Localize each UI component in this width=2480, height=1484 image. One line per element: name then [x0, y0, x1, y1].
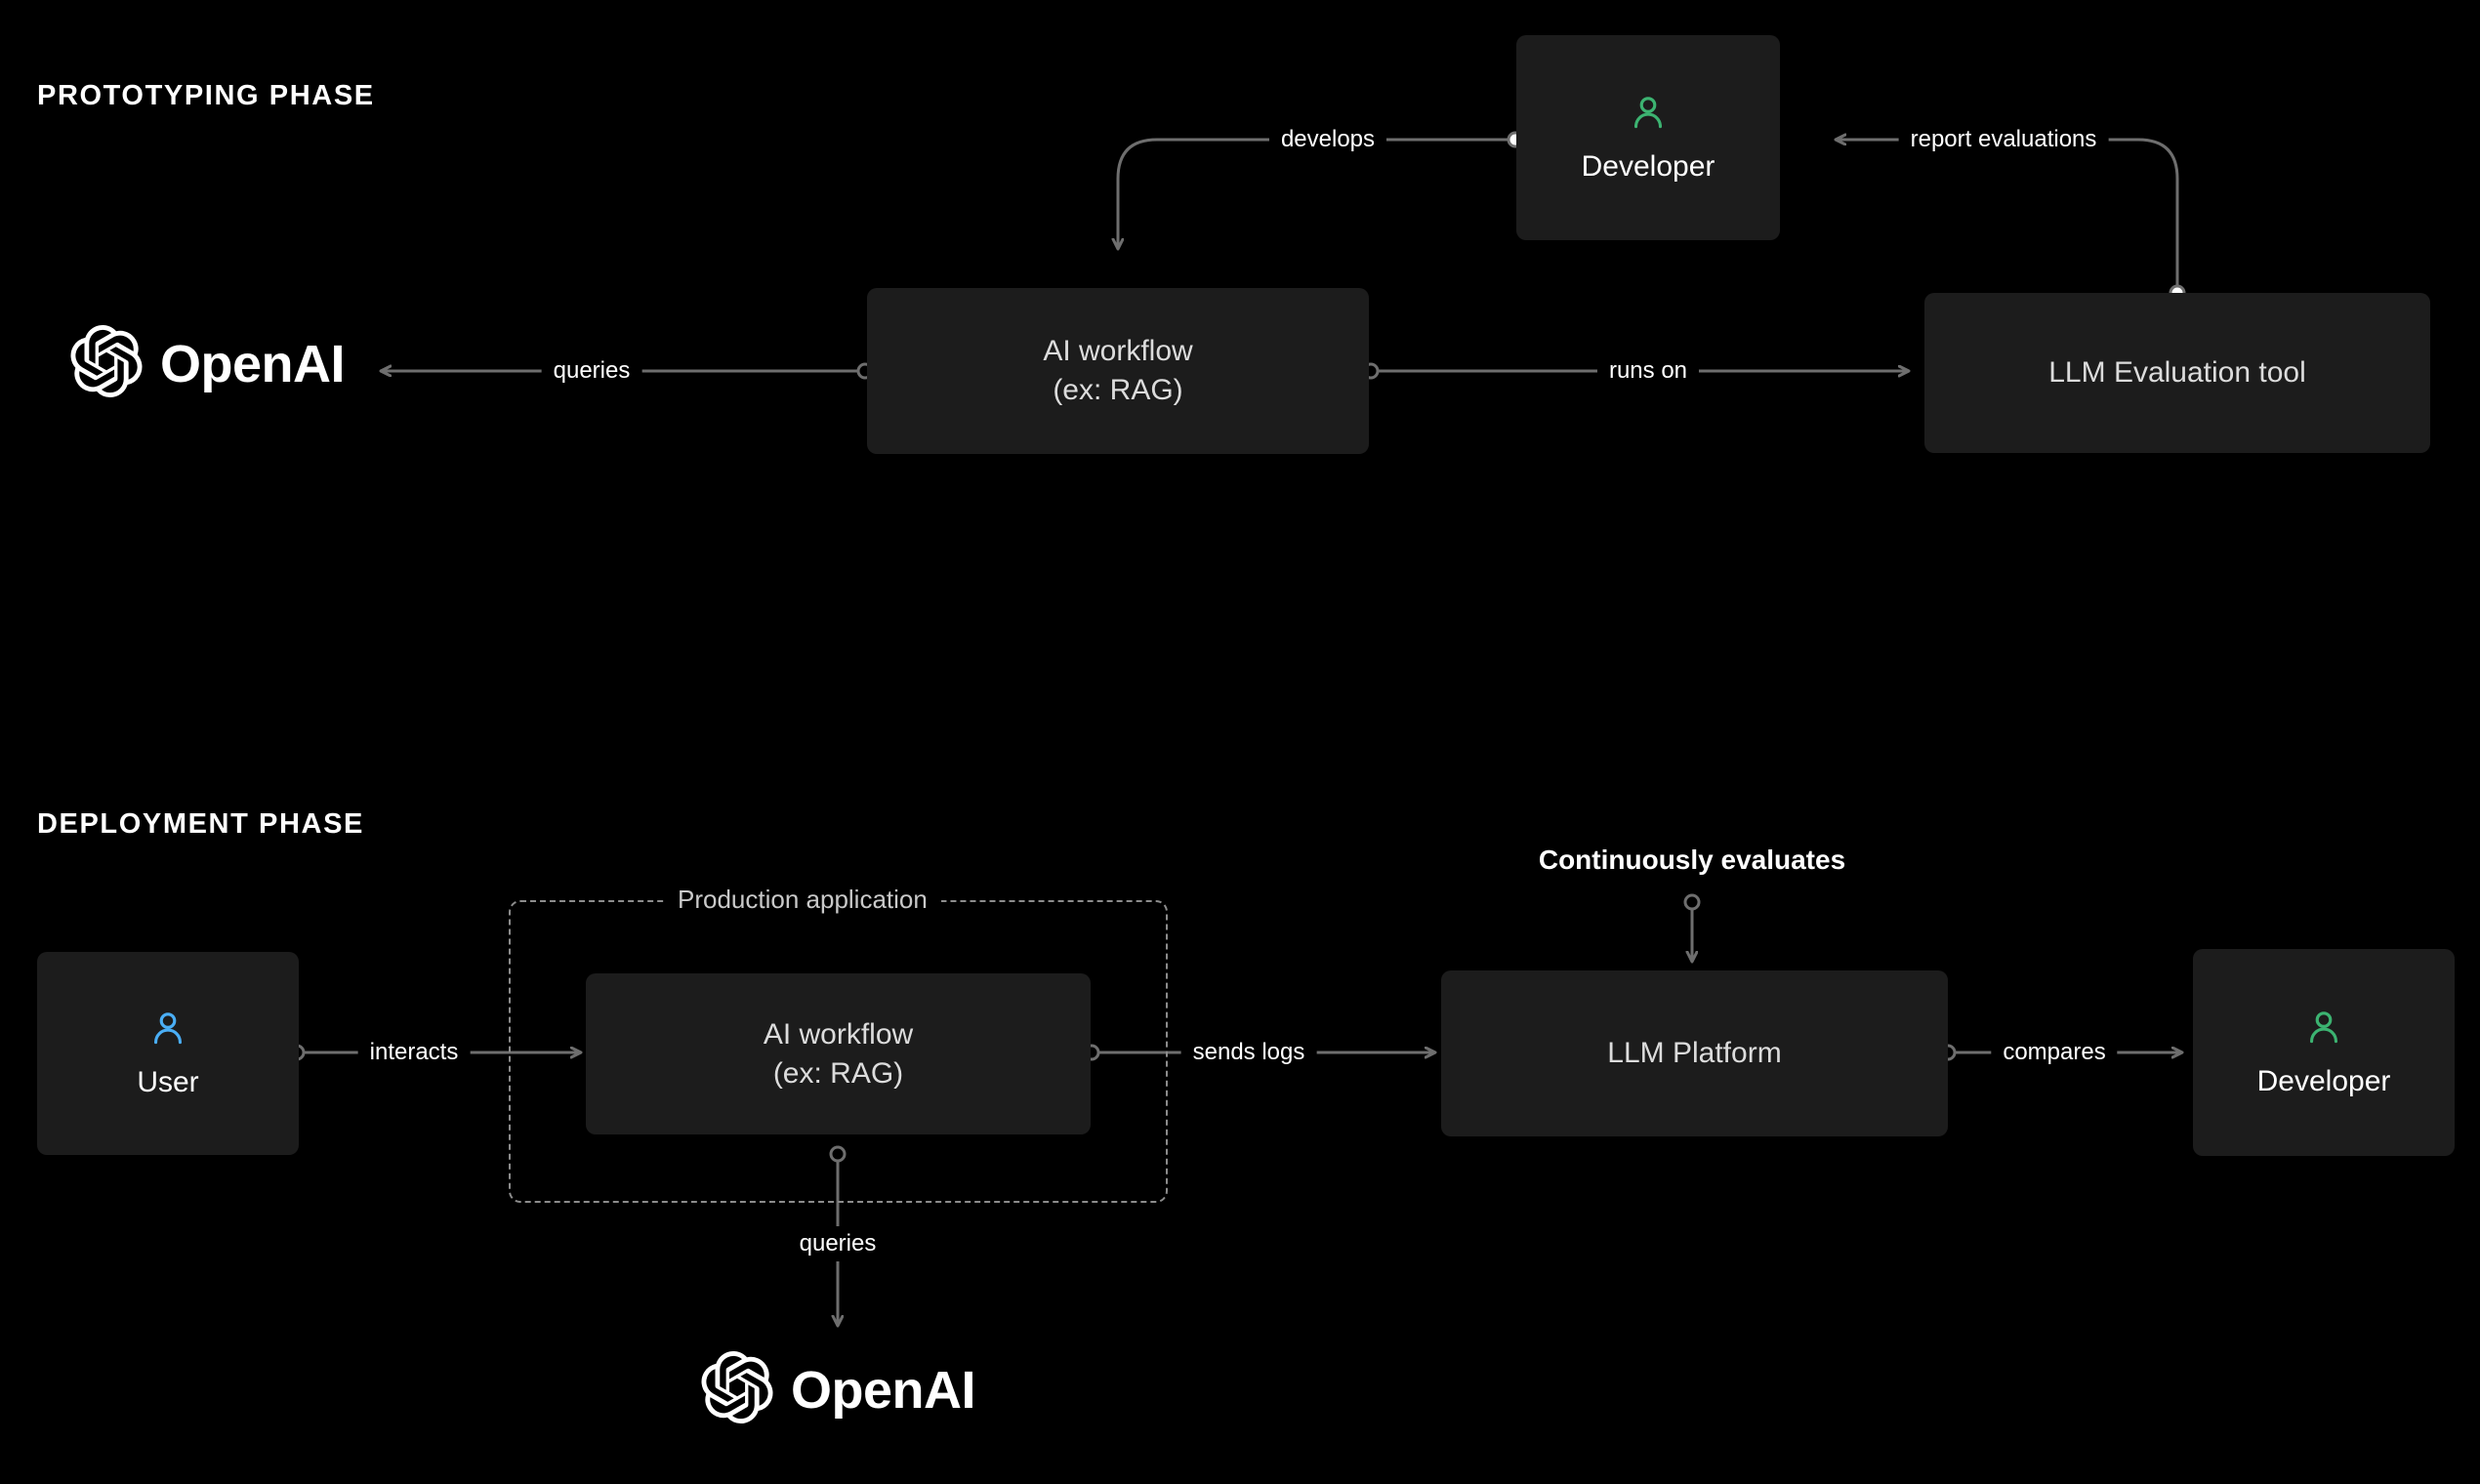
person-icon	[2302, 1007, 2345, 1050]
edge-label-queries-prototyping: queries	[541, 353, 642, 389]
annotation-continuously-evaluates: Continuously evaluates	[1538, 845, 1846, 875]
wire-proto-report-evaluations	[1836, 140, 2186, 302]
edge-label-interacts: interacts	[357, 1035, 471, 1070]
edge-label-queries-deployment: queries	[787, 1226, 889, 1261]
node-label: Developer	[1581, 150, 1715, 183]
node-label: User	[137, 1066, 199, 1098]
node-ai-workflow-deployment[interactable]: AI workflow (ex: RAG)	[586, 973, 1091, 1134]
node-label: AI workflow (ex: RAG)	[763, 1017, 914, 1090]
person-icon	[146, 1008, 189, 1051]
node-ai-workflow-prototyping[interactable]: AI workflow (ex: RAG)	[867, 288, 1369, 454]
node-label: AI workflow (ex: RAG)	[1043, 335, 1193, 406]
wire-deploy-continuously-evaluates	[1683, 893, 1701, 962]
section-title-deployment: DEPLOYMENT PHASE	[37, 808, 364, 840]
openai-logo-icon	[701, 1351, 773, 1428]
node-developer-deployment[interactable]: Developer	[2193, 949, 2455, 1156]
node-developer-prototyping[interactable]: Developer	[1516, 35, 1780, 240]
node-llm-platform[interactable]: LLM Platform	[1441, 970, 1948, 1136]
person-icon	[1627, 92, 1670, 135]
node-label: LLM Platform	[1607, 1037, 1782, 1070]
node-llm-evaluation-tool[interactable]: LLM Evaluation tool	[1924, 293, 2430, 453]
openai-wordmark: OpenAI	[160, 334, 346, 393]
node-label: LLM Evaluation tool	[2048, 356, 2306, 390]
edge-label-report-evaluations: report evaluations	[1898, 122, 2109, 157]
section-title-prototyping: PROTOTYPING PHASE	[37, 80, 375, 111]
openai-logo-deployment: OpenAI	[701, 1351, 976, 1428]
edge-label-sends-logs: sends logs	[1180, 1035, 1317, 1070]
group-title-production-application: Production application	[664, 885, 941, 915]
openai-logo-icon	[70, 325, 143, 402]
edge-label-runs-on: runs on	[1596, 353, 1700, 389]
node-user[interactable]: User	[37, 952, 299, 1155]
edge-label-compares: compares	[1991, 1035, 2118, 1070]
node-label: Developer	[2256, 1065, 2391, 1097]
openai-logo-prototyping: OpenAI	[70, 325, 346, 402]
openai-wordmark: OpenAI	[791, 1360, 976, 1420]
edge-label-develops: develops	[1268, 122, 1387, 157]
